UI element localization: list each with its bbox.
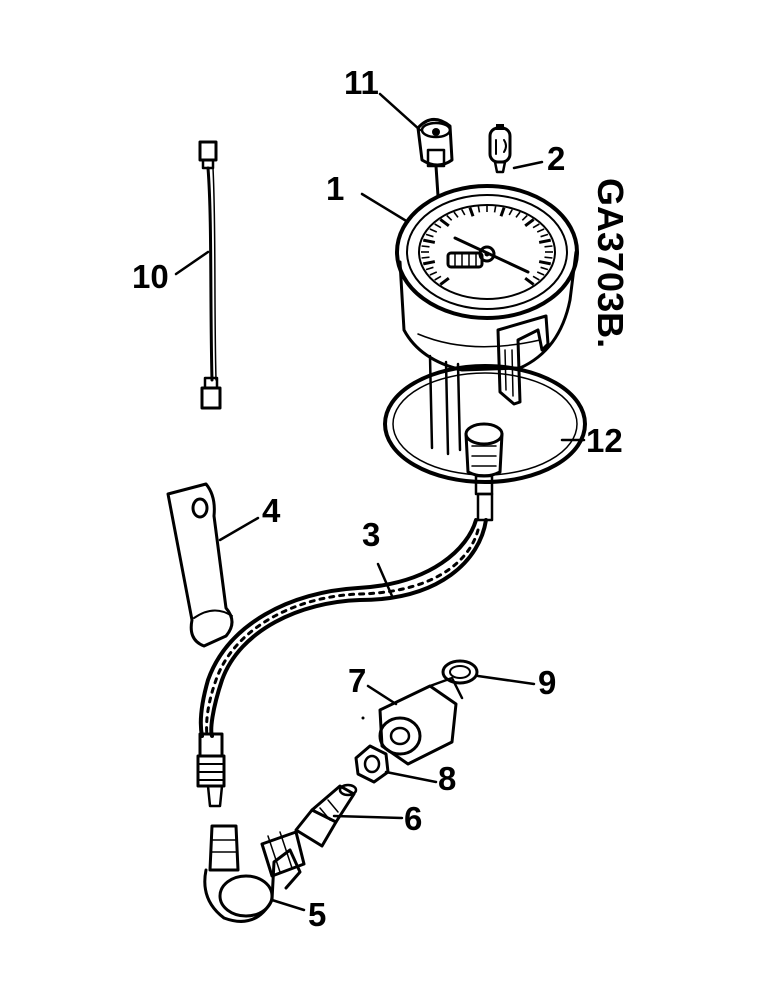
gauge-dial-ticks <box>421 206 553 286</box>
gauge-tick <box>421 245 430 248</box>
callout-10: 10 <box>132 258 169 295</box>
callout-9: 9 <box>538 664 556 701</box>
gauge-tick <box>425 266 434 271</box>
gauge-tick <box>439 276 450 286</box>
gauge-tick <box>538 260 552 266</box>
elbow-fitting-part <box>203 824 306 923</box>
gauge-tick <box>508 209 513 216</box>
callout-1: 1 <box>326 170 344 207</box>
sender-body-part <box>294 783 358 848</box>
callout-8: 8 <box>438 760 456 797</box>
gauge-tick <box>439 218 450 228</box>
gauge-tick <box>538 238 552 244</box>
gauge-tick <box>536 228 545 233</box>
gauge-tick <box>536 271 545 276</box>
gauge-tick <box>515 211 521 218</box>
gauge-tick <box>493 206 497 213</box>
gauge-tick <box>421 256 430 259</box>
gauge-tick <box>429 228 438 233</box>
gauge-tick <box>544 245 553 248</box>
gauge-tick <box>540 266 549 271</box>
gauge-tick <box>540 233 549 238</box>
gauge-tick <box>477 206 481 213</box>
gauge-tick <box>453 211 459 218</box>
bulb-socket-part <box>416 118 454 198</box>
gauge-tick <box>446 214 453 221</box>
callout-4: 4 <box>262 492 281 529</box>
gauge-tick <box>521 214 528 221</box>
gauge-tick <box>461 209 466 216</box>
drawing-code: GA3703B. <box>590 178 631 348</box>
wire-harness-part <box>198 140 222 410</box>
nut-part <box>354 744 390 784</box>
callout-6: 6 <box>404 800 422 837</box>
callout-12: 12 <box>586 422 623 459</box>
callout-11: 11 <box>344 64 379 101</box>
gauge-tick <box>499 207 506 217</box>
coupling-nut-part <box>361 676 464 766</box>
callout-7: 7 <box>348 662 366 699</box>
gauge-tick <box>544 256 553 259</box>
gauge-tick <box>434 275 442 281</box>
bracket-part <box>166 482 234 648</box>
callout-5: 5 <box>308 896 326 933</box>
gauge-tick <box>532 223 540 229</box>
gauge-tick <box>532 275 540 281</box>
callout-2: 2 <box>547 140 565 177</box>
gauge-part <box>395 184 579 456</box>
gauge-tick <box>468 207 475 217</box>
gauge-tick <box>524 276 535 286</box>
gauge-tick <box>422 238 436 244</box>
capillary-hose-part <box>196 422 504 808</box>
gauge-tick <box>524 218 535 228</box>
gauge-tick <box>422 260 436 266</box>
bulb-part <box>488 124 512 174</box>
washer-part <box>441 659 479 685</box>
gauge-tick <box>434 223 442 229</box>
callout-3: 3 <box>362 516 380 553</box>
gauge-tick <box>429 271 438 276</box>
gauge-tick <box>425 233 434 238</box>
leader-lines <box>174 92 586 912</box>
